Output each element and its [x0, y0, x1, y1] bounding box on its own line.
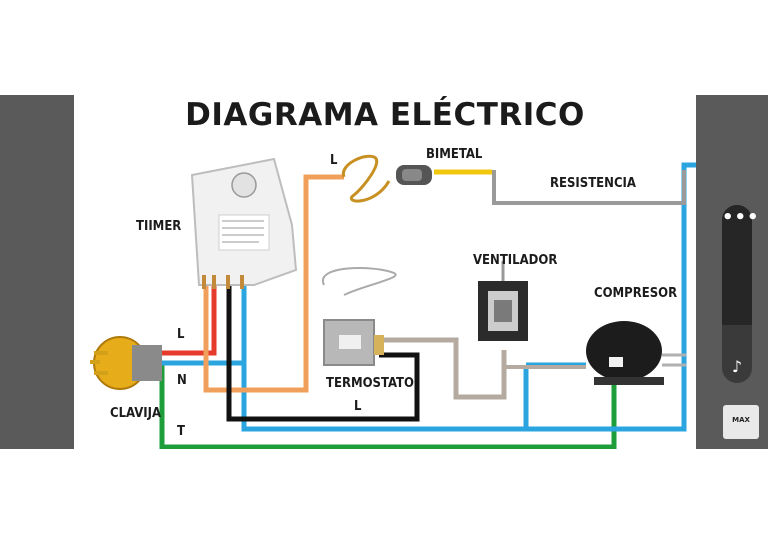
label-line-bottom: L: [354, 399, 362, 414]
label-ventilador: VENTILADOR: [473, 253, 558, 268]
label-line-plug: L: [177, 327, 185, 342]
neutral-wire-bottom: [241, 162, 696, 432]
wiring-diagram: [90, 154, 696, 449]
line-wire-red: [160, 285, 217, 356]
bimetal-component: [341, 154, 432, 203]
plug-component: [90, 336, 162, 390]
thermostat-component: [321, 267, 397, 366]
ground-wire: [159, 365, 617, 449]
channel-logo[interactable]: MAX: [723, 405, 759, 439]
logo-text: MAX: [732, 416, 750, 424]
fan-component: [478, 261, 528, 341]
orange-wire: [203, 174, 344, 393]
compressor-component: [586, 321, 686, 385]
label-bimetal: BIMETAL: [426, 147, 483, 162]
timer-component: [190, 157, 298, 289]
gray-wire: [379, 337, 507, 400]
player-control-top: [722, 205, 752, 325]
label-timer: TIIMER: [136, 219, 182, 234]
diagram-canvas: DIAGRAMA ELÉCTRICO TIIMER BIMETAL RESIST…: [74, 95, 696, 449]
label-ground-plug: T: [177, 424, 185, 439]
label-line-top: L: [330, 153, 338, 168]
more-options-icon[interactable]: •••: [722, 207, 760, 228]
label-termostato: TERMOSTATO: [326, 376, 414, 391]
label-compresor: COMPRESOR: [594, 286, 678, 301]
label-clavija: CLAVIJA: [110, 406, 162, 421]
player-control-pill[interactable]: ••• ♪: [722, 205, 760, 383]
music-note-icon[interactable]: ♪: [731, 357, 743, 376]
black-wire: [226, 285, 420, 422]
video-frame-left: [0, 95, 74, 449]
label-resistencia: RESISTENCIA: [550, 176, 636, 191]
resistance-element: [492, 170, 686, 205]
diagram-title: DIAGRAMA ELÉCTRICO: [185, 97, 585, 133]
label-neutral-plug: N: [177, 373, 187, 388]
